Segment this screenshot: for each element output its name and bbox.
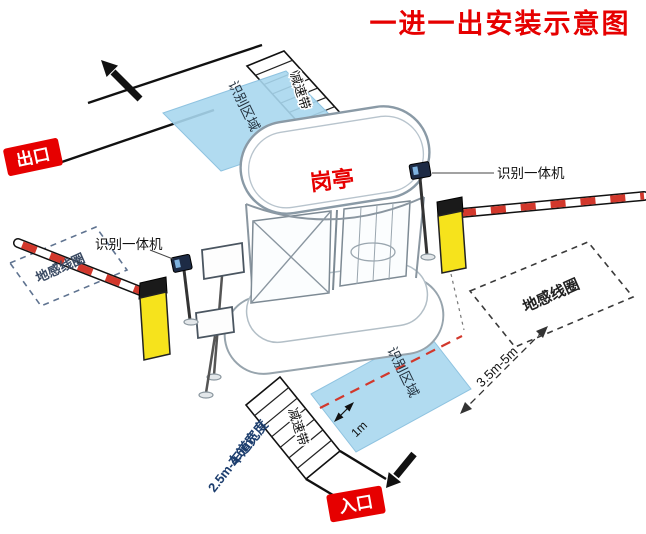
barrier-arm-left-red-stripes bbox=[16, 239, 150, 298]
barrier-cabinet-right-body bbox=[437, 210, 467, 274]
camera-left-lens bbox=[174, 259, 181, 269]
barrier-connector-dotted bbox=[450, 273, 465, 331]
sign-pole-2-base bbox=[198, 391, 214, 399]
camera-left-icon bbox=[170, 253, 193, 273]
booth-roof-outer bbox=[239, 105, 431, 215]
booth-label: 岗亭 bbox=[309, 165, 356, 195]
camera-right-lens bbox=[412, 166, 419, 176]
speed-bump-bottom-body bbox=[244, 375, 342, 481]
distance-arrowhead-top bbox=[536, 326, 548, 338]
recognition-camera-left bbox=[170, 253, 199, 326]
camera-right-base bbox=[420, 253, 436, 261]
booth-window-right-mullion-3 bbox=[388, 202, 394, 281]
page-title: 一进一出安装示意图 bbox=[370, 8, 631, 39]
speed-bump-bottom bbox=[244, 375, 342, 481]
barrier-gate-right bbox=[436, 191, 646, 274]
exit-arrow-shaft bbox=[110, 69, 143, 102]
barrier-cabinet-left-body bbox=[139, 291, 171, 361]
sign-pole-1-base bbox=[206, 373, 222, 381]
ground-loop-right bbox=[468, 241, 635, 348]
entrance-arrow-icon bbox=[386, 451, 417, 488]
speed-bump-bottom-stripes bbox=[254, 387, 332, 469]
barrier-to-area-label: 3.5m-5m bbox=[473, 344, 520, 390]
sign-pole-2 bbox=[204, 335, 217, 394]
booth-roof-inner-rim bbox=[247, 115, 425, 209]
one-meter-arrowhead-b bbox=[344, 402, 354, 412]
recognition-machine-right-label: 识别一体机 bbox=[497, 166, 565, 181]
lane-width-value: 2.5m-4.0m bbox=[205, 436, 256, 495]
sign-board-1 bbox=[201, 241, 245, 281]
sign-boards bbox=[195, 241, 245, 399]
entrance-arrow-head bbox=[386, 472, 402, 488]
exit-badge-bg bbox=[3, 138, 63, 176]
exit-lane-edge-upper bbox=[87, 43, 263, 105]
barrier-arm-right-red-stripes bbox=[460, 192, 645, 217]
exit-arrow-icon bbox=[101, 60, 143, 102]
exit-arrow-head bbox=[101, 60, 118, 77]
distance-line-dashed bbox=[461, 327, 547, 413]
booth-roof bbox=[239, 105, 431, 215]
entrance-badge: 入口 bbox=[326, 485, 386, 523]
entrance-arrow-shaft bbox=[393, 451, 417, 479]
camera-left-pole bbox=[182, 269, 192, 321]
camera-left-pointer bbox=[149, 249, 174, 260]
entrance-badge-bg bbox=[326, 485, 386, 523]
barrier-gate-left bbox=[13, 238, 171, 361]
ground-loop-left bbox=[8, 226, 129, 307]
stop-line-red-dashed bbox=[319, 335, 463, 409]
recognition-camera-right bbox=[408, 161, 436, 261]
device-labels: 识别一体机 识别一体机 bbox=[95, 166, 565, 260]
camera-left-base bbox=[183, 318, 199, 326]
recognition-machine-left-label: 识别一体机 bbox=[95, 237, 163, 252]
ground-loop-right-label: 地感线圈 bbox=[520, 275, 582, 316]
exit-badge: 出口 bbox=[3, 138, 63, 176]
measurement-1m bbox=[334, 402, 354, 422]
booth-center-post bbox=[332, 209, 338, 291]
measurement-3-5m bbox=[450, 273, 548, 414]
distance-arrowhead-bottom bbox=[460, 402, 472, 414]
entry-lane-edge-right bbox=[339, 449, 387, 481]
sign-board-2 bbox=[195, 305, 235, 340]
booth-window-left-brace-2 bbox=[250, 210, 332, 304]
one-meter-arrowhead-a bbox=[334, 412, 344, 422]
booth-table bbox=[350, 242, 396, 262]
camera-right-icon bbox=[408, 161, 432, 180]
camera-right-pole bbox=[418, 177, 429, 256]
booth-roof-rim-curve bbox=[245, 196, 425, 221]
